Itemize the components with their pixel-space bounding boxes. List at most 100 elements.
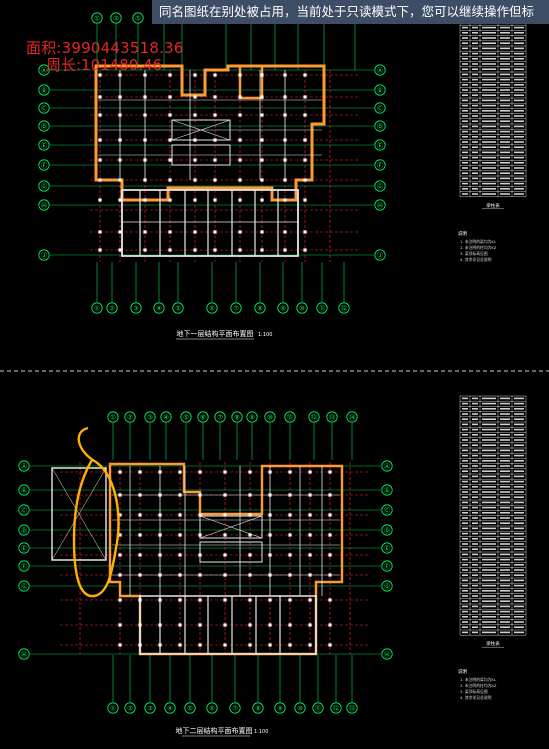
table-cell-mark [482, 26, 496, 29]
table-cell-mark [462, 548, 468, 550]
table-cell-mark [472, 569, 478, 571]
table-cell-mark [514, 584, 524, 587]
top-axis-bubble: ⑨ [246, 411, 258, 423]
axis-bubble-label: ③ [133, 305, 139, 313]
table-cell-mark [482, 130, 496, 133]
table-cell-mark [514, 177, 524, 180]
column [260, 230, 264, 234]
axis-bubble-label: Ⓖ [377, 183, 384, 191]
table-cell-mark [482, 78, 496, 81]
table-cell-mark [482, 408, 496, 410]
table-cell-mark [472, 104, 478, 107]
table-cell-mark [472, 470, 478, 472]
note-line: 1. 未注明的梁均为KL [460, 677, 497, 682]
top-axis-bubble: ① [107, 411, 119, 423]
table-cell-mark [514, 120, 524, 122]
column [118, 198, 122, 202]
stair-box [171, 144, 231, 166]
table-cell-mark [462, 151, 468, 154]
table-cell-mark [462, 590, 468, 592]
table-cell-mark [482, 480, 496, 483]
table-cell-mark [472, 460, 478, 462]
column [168, 95, 172, 99]
table-cell-mark [500, 418, 510, 420]
top-axis-bubble: ② [124, 411, 136, 423]
column [288, 513, 292, 517]
axis-bubble-label: Ⓗ [41, 202, 48, 210]
axis-bubble-label: Ⓖ [21, 583, 28, 591]
column [283, 178, 287, 182]
table-cell-mark [514, 631, 524, 634]
bottom-axis-bubble: ③ [144, 702, 156, 714]
table-cell-mark [472, 590, 478, 592]
column [260, 73, 264, 77]
table-cell-mark [500, 584, 510, 587]
table-cell-mark [462, 631, 468, 634]
column [303, 73, 307, 77]
table-cell-mark [514, 115, 524, 117]
axis-bubble-label: ④ [163, 414, 169, 422]
axis-bubble-label: Ⓒ [377, 105, 384, 113]
table-cell-mark [500, 465, 510, 467]
table-cell-mark [462, 84, 468, 86]
column [98, 230, 102, 234]
right-axis-bubble: Ⓕ [381, 560, 393, 572]
column [303, 113, 307, 117]
table-cell-mark [472, 548, 478, 550]
table-cell-mark [514, 465, 524, 467]
table-cell-mark [500, 151, 510, 154]
table-cell-mark [500, 42, 510, 44]
axis-bubble-label: ④ [167, 705, 173, 713]
axis-bubble-label: ① [94, 305, 100, 313]
table-cell-mark [482, 496, 496, 498]
axis-bubble-label: Ⓐ [377, 67, 384, 75]
column [213, 158, 217, 162]
table-cell-mark [462, 120, 468, 122]
table-cell-mark [482, 104, 496, 107]
column [213, 230, 217, 234]
table-cell-mark [462, 52, 468, 55]
table-cell-mark [482, 522, 496, 524]
table-cell-mark [462, 579, 468, 582]
table-cell-mark [514, 605, 524, 608]
column [118, 493, 122, 497]
axis-bubble-label: Ⓗ [384, 651, 391, 659]
table-cell-mark [462, 465, 468, 467]
bottom-axis-bubble: ⑤ [184, 702, 196, 714]
table-cell-mark [472, 130, 478, 133]
table-cell-mark [500, 626, 510, 628]
table-cell-mark [500, 506, 510, 509]
table-cell-mark [500, 480, 510, 483]
table-cell-mark [514, 553, 524, 556]
table-cell-mark [482, 605, 496, 608]
table-cell-mark [500, 428, 510, 431]
table-cell-mark [482, 428, 496, 431]
table-cell-mark [514, 37, 524, 39]
table-cell-mark [462, 610, 468, 613]
table-cell-mark [514, 172, 524, 174]
table-cell-mark [514, 428, 524, 431]
table-cell-mark [500, 146, 510, 148]
column [158, 470, 162, 474]
column [158, 573, 162, 577]
table-cell-mark [482, 397, 496, 400]
table-cell-mark [462, 475, 468, 478]
column [193, 178, 197, 182]
table-cell-mark [514, 548, 524, 550]
readonly-notice-banner[interactable]: 同名图纸在别处被占用，当前处于只读模式下，您可以继续操作但标 [152, 0, 549, 24]
column [168, 138, 172, 142]
right-axis-bubble: Ⓖ [381, 580, 393, 592]
table-cell-mark [472, 517, 478, 519]
table-cell-mark [472, 188, 478, 190]
right-axis-bubble: Ⓒ [374, 102, 386, 114]
table-cell-mark [482, 454, 496, 457]
table-cell-mark [500, 434, 510, 436]
axis-bubble-label: Ⓑ [21, 487, 28, 495]
right-axis-bubble: Ⓐ [374, 64, 386, 76]
table-cell-mark [514, 193, 524, 195]
column [168, 178, 172, 182]
axis-bubble-label: Ⓐ [41, 67, 48, 75]
